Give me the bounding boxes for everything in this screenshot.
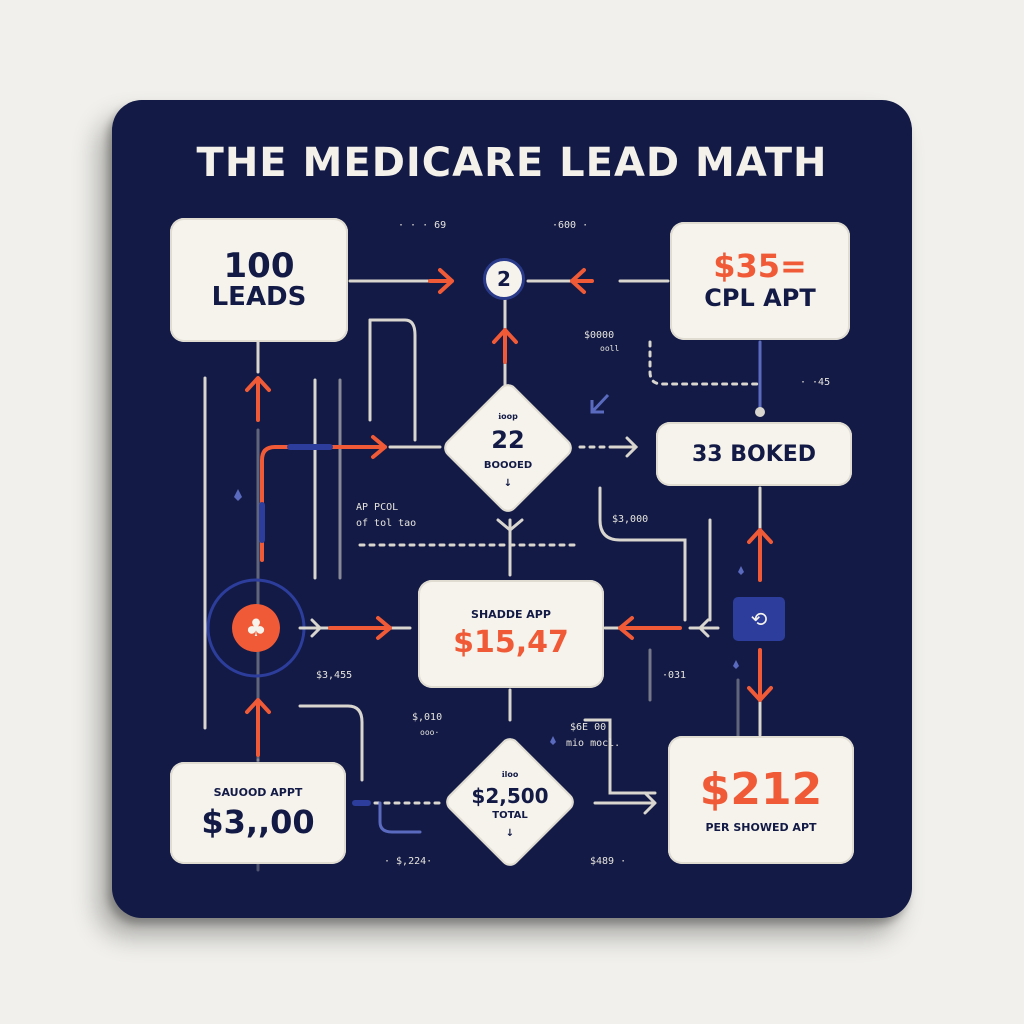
leaf-icon: ♣ <box>232 604 280 652</box>
booked-diamond-value: 22 <box>491 426 525 454</box>
lock-icon: ⟲ <box>733 597 785 641</box>
per-showed-label: PER SHOWED APT <box>705 820 817 834</box>
note-right-dots: · ·45 <box>800 377 831 388</box>
leads-card: 100 LEADS <box>170 218 348 342</box>
note-top-left: · · · 69 <box>398 220 447 231</box>
leads-label: LEADS <box>211 281 307 312</box>
booked-diamond-bottom: ↓ <box>503 478 513 489</box>
total-label: TOTAL <box>492 810 528 821</box>
per-showed-value: $212 <box>699 764 823 816</box>
note-bottom-left: · $,224· <box>384 856 433 867</box>
note-bottom-mid1-sub: ooo· <box>420 728 440 737</box>
note-top-right: ·600 · <box>552 220 589 231</box>
booked-diamond-label: BOOOED <box>483 460 533 471</box>
note-bottom-mid1: $,010 <box>412 712 443 723</box>
booked-card: 33 BOKED <box>656 422 852 486</box>
note-ap-pcol: AP PCOL <box>356 502 399 513</box>
per-showed-card: $212 PER SHOWED APT <box>668 736 854 864</box>
note-bottom-mid2: $6E 00 <box>570 722 607 733</box>
total-diamond-bottom: ↓ <box>505 828 515 839</box>
saved-value: $3,,00 <box>201 802 315 841</box>
note-bottom-right: $489 · <box>590 856 627 867</box>
leads-number: 100 <box>223 245 295 286</box>
showed-card: SHADDE APP $15,47 <box>418 580 604 688</box>
cpl-card: $35= CPL APT <box>670 222 850 340</box>
booked-card-label: 33 BOKED <box>691 441 817 467</box>
note-ap-pcol-sub: of tol tao <box>356 518 417 529</box>
step-circle: 2 <box>483 258 525 300</box>
cpl-value: $35= <box>713 247 807 285</box>
booked-diamond-top: ℹoop <box>498 412 518 421</box>
note-mid-right: $3,000 <box>612 514 649 525</box>
note-right-money-sub: ooll <box>600 344 620 353</box>
saved-label: SAUOOD APPT <box>213 785 303 799</box>
saved-card: SAUOOD APPT $3,,00 <box>170 762 346 864</box>
page-title: THE MEDICARE LEAD MATH <box>196 140 828 186</box>
showed-label: SHADDE APP <box>471 608 551 621</box>
note-right-money: $0000 <box>584 330 615 341</box>
showed-value: $15,47 <box>453 625 569 660</box>
cpl-label: CPL APT <box>704 284 816 313</box>
note-left-money: $3,455 <box>316 670 353 681</box>
total-diamond-top: ℹloo <box>501 770 519 779</box>
note-bottom-mid2-sub: mio mocl. <box>566 738 621 749</box>
note-right-small: ·031 <box>662 670 687 681</box>
total-value: $2,500 <box>471 784 549 808</box>
